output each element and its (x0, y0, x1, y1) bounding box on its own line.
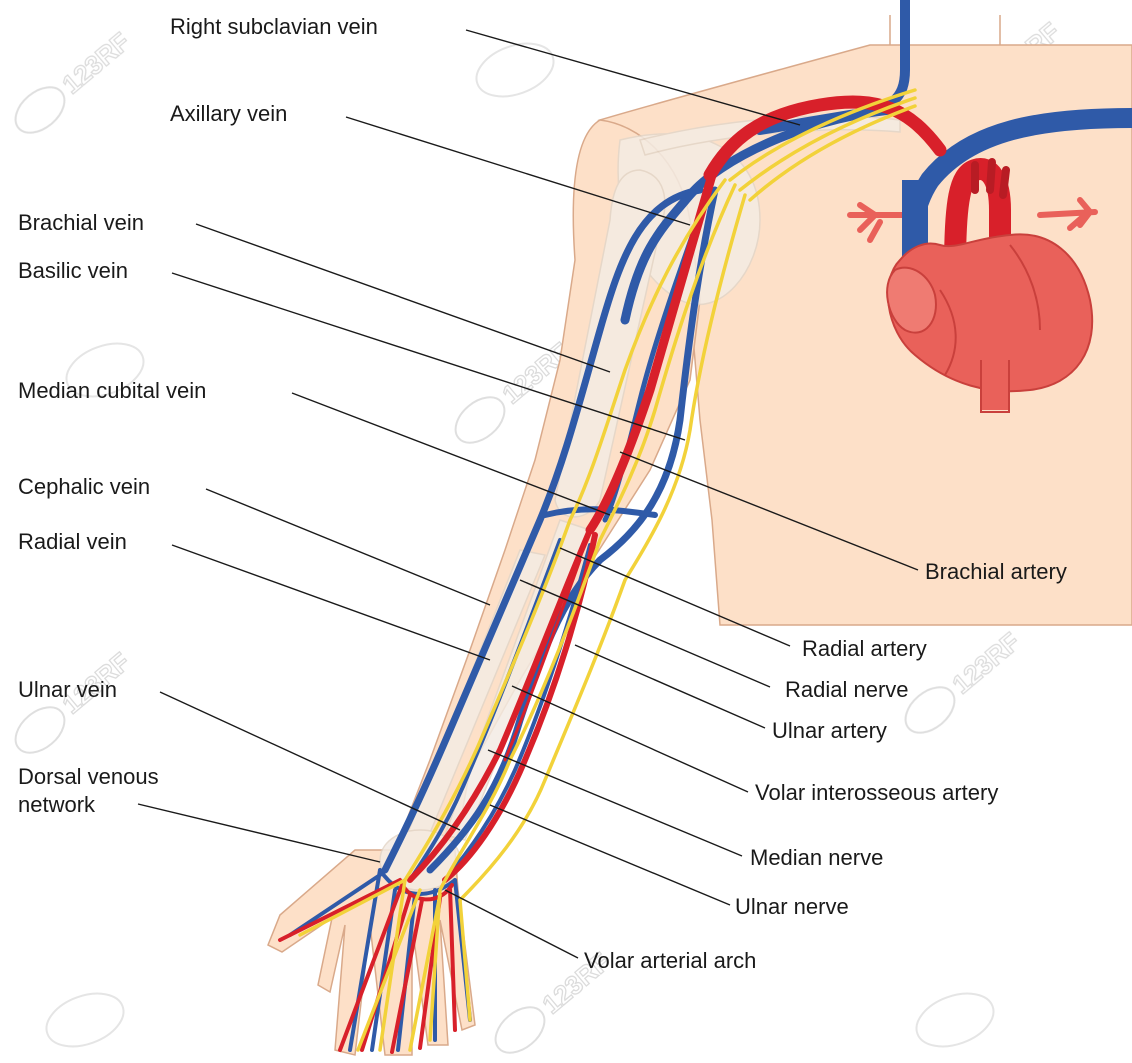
leader-ulnar-vein (160, 692, 460, 830)
leader-median-nerve (488, 750, 742, 856)
label-median-cubital-vein: Median cubital vein (18, 378, 206, 403)
watermark-text: 123RF (946, 626, 1025, 699)
label-volar-arterial-arch: Volar arterial arch (584, 948, 756, 973)
label-dorsal-venous-network-line1: Dorsal venous (18, 764, 159, 789)
label-right-subclavian-vein: Right subclavian vein (170, 14, 378, 39)
label-radial-nerve: Radial nerve (785, 677, 909, 702)
watermark-text: 123RF (56, 26, 135, 99)
leader-dorsal-venous-network (138, 804, 380, 862)
label-dorsal-venous-network-line2: network (18, 792, 96, 817)
label-radial-artery: Radial artery (802, 636, 927, 661)
leader-brachial-vein (196, 224, 610, 372)
label-brachial-artery: Brachial artery (925, 559, 1067, 584)
label-axillary-vein: Axillary vein (170, 101, 287, 126)
leader-ulnar-nerve (490, 805, 730, 905)
label-cephalic-vein: Cephalic vein (18, 474, 150, 499)
label-volar-interosseous-artery: Volar interosseous artery (755, 780, 998, 805)
leader-cephalic-vein (206, 489, 490, 605)
label-brachial-vein: Brachial vein (18, 210, 144, 235)
label-ulnar-vein: Ulnar vein (18, 677, 117, 702)
label-ulnar-nerve: Ulnar nerve (735, 894, 849, 919)
label-radial-vein: Radial vein (18, 529, 127, 554)
leader-radial-vein (172, 545, 490, 660)
label-ulnar-artery: Ulnar artery (772, 718, 887, 743)
label-basilic-vein: Basilic vein (18, 258, 128, 283)
leader-ulnar-artery (575, 645, 765, 728)
label-median-nerve: Median nerve (750, 845, 883, 870)
